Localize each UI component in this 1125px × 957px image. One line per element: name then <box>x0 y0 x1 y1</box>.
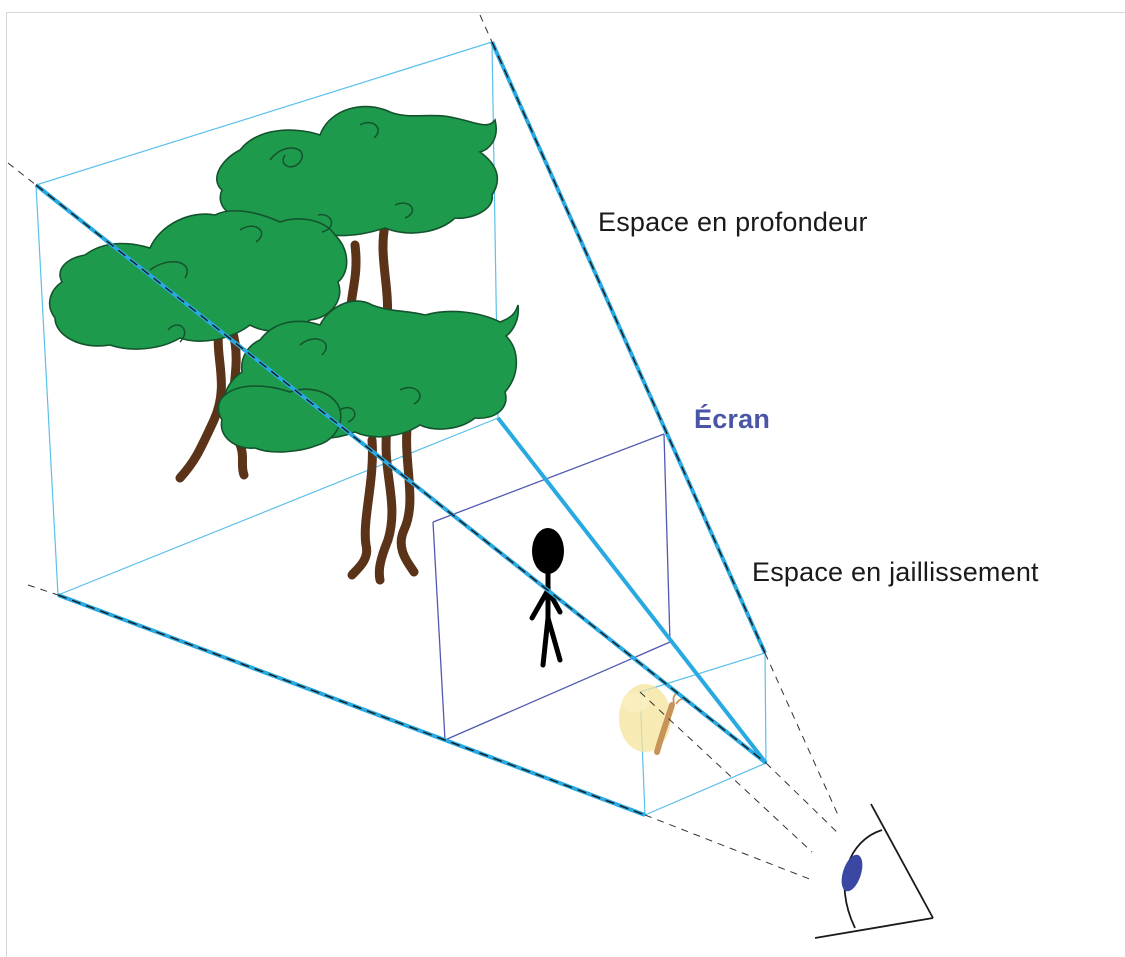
butterfly-icon <box>619 684 687 755</box>
frustum-edges <box>34 41 768 817</box>
pop-out-space-label: Espace en jaillissement <box>752 557 1039 587</box>
person-icon <box>529 528 564 668</box>
background-plane <box>35 41 499 596</box>
screen-label: Écran <box>694 404 771 434</box>
sight-lines <box>7 14 841 881</box>
tree-icon <box>48 105 520 585</box>
depth-space-label: Espace en profondeur <box>598 207 868 237</box>
eye-icon <box>814 803 934 939</box>
